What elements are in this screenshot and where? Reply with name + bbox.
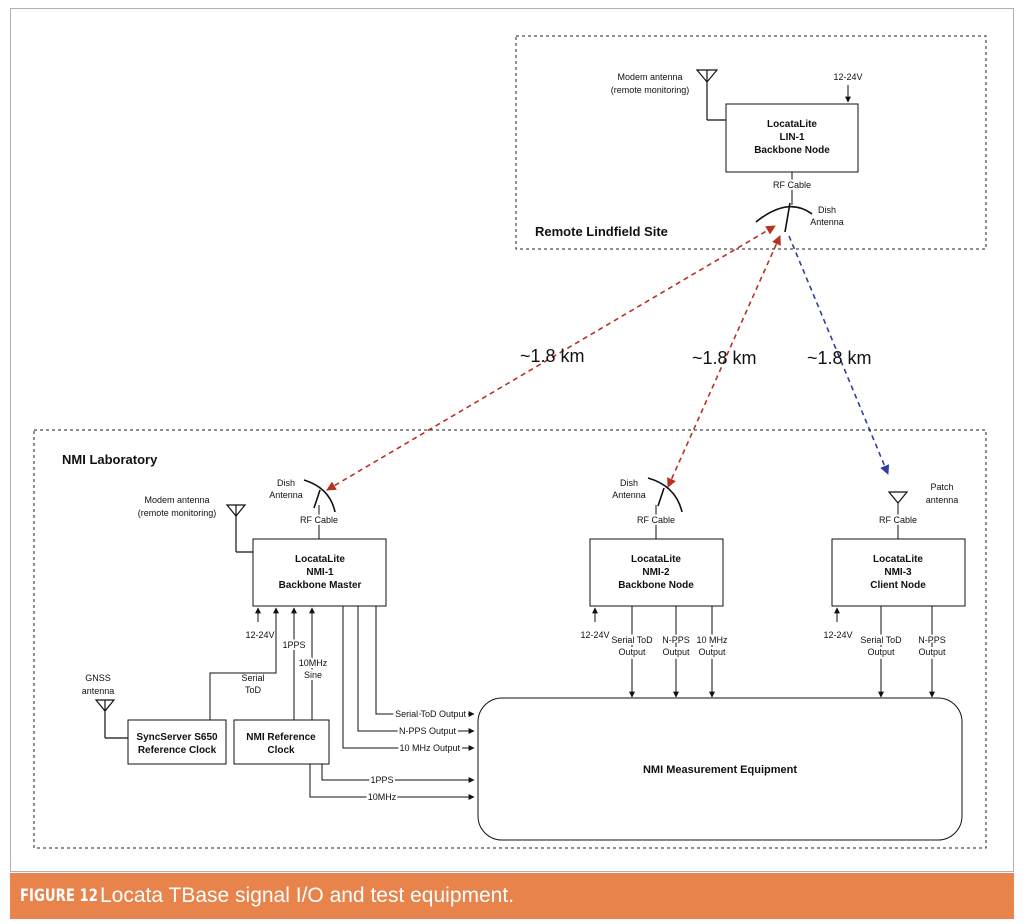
nmi3-box	[831, 538, 966, 607]
nmi1-label-1: LocataLite	[295, 554, 345, 565]
nmi2-dish-label-2: Antenna	[612, 490, 646, 500]
nmi1-power-label: 12-24V	[245, 630, 274, 640]
nmi2-out3-label-2: Output	[698, 647, 726, 657]
remote-site-title: Remote Lindfield Site	[535, 224, 668, 239]
lab-modem-antenna-icon	[225, 504, 253, 553]
sine-label-1: 10MHz	[299, 658, 328, 668]
lab-boundary	[33, 429, 987, 849]
ref-clock-label-2: Clock	[267, 745, 295, 756]
nmi3-out2-label-2: Output	[918, 647, 946, 657]
out-npps-label: N-PPS Output	[399, 726, 457, 736]
nmi3-out1-label-1: Serial ToD	[860, 635, 902, 645]
nmi3-rf-cable-label: RF Cable	[879, 515, 917, 525]
ref-1pps-label: 1PPS	[370, 775, 393, 785]
gnss-label-1: GNSS	[85, 673, 111, 683]
nmi1-label-3: Backbone Master	[279, 580, 362, 591]
gnss-antenna-icon	[94, 699, 128, 739]
nmi2-out1-label-1: Serial ToD	[611, 635, 653, 645]
figure-number: FIGURE 12	[20, 886, 98, 906]
nmi2-out3-label-1: 10 MHz	[696, 635, 728, 645]
nmi1-rf-cable-label: RF Cable	[300, 515, 338, 525]
sine-label-2: Sine	[304, 670, 322, 680]
nmi1-dish-label-2: Antenna	[269, 490, 303, 500]
nmi2-power-label: 12-24V	[580, 630, 609, 640]
out-serial-tod-label: Serial ToD Output	[395, 709, 466, 719]
remote-power-label: 12-24V	[833, 72, 862, 82]
syncserver-box	[127, 719, 227, 765]
nmi2-rf-cable-label: RF Cable	[637, 515, 675, 525]
remote-rf-cable-label: RF Cable	[773, 180, 811, 190]
nmi2-box	[589, 538, 724, 607]
lin1-label-2: LIN-1	[780, 132, 805, 143]
distance-label-2: ~1.8 km	[692, 348, 757, 368]
nmi3-label-1: LocataLite	[873, 554, 923, 565]
link-nmi2-lin1	[667, 235, 781, 488]
nmi2-out2-label-2: Output	[662, 647, 690, 657]
lin1-label-1: LocataLite	[767, 119, 817, 130]
nmi3-patch-label-1: Patch	[930, 482, 953, 492]
nmi2-label-3: Backbone Node	[618, 580, 694, 591]
nmi3-patch-antenna-icon	[887, 491, 909, 504]
measurement-equipment-label: NMI Measurement Equipment	[643, 764, 797, 776]
figure-frame	[10, 8, 1014, 872]
remote-dish-label-1: Dish	[818, 205, 836, 215]
syncserver-label-2: Reference Clock	[138, 745, 217, 756]
distance-label-1: ~1.8 km	[520, 346, 585, 366]
nmi3-label-2: NMI-3	[884, 567, 912, 578]
gnss-label-2: antenna	[82, 686, 115, 696]
remote-dish-label-2: Antenna	[810, 217, 844, 227]
nmi1-label-2: NMI-1	[306, 567, 334, 578]
nmi2-dish-label-1: Dish	[620, 478, 638, 488]
nmi3-label-3: Client Node	[870, 580, 926, 591]
lab-modem-label-1: Modem antenna	[144, 495, 209, 505]
nmi2-dish-antenna-icon	[647, 477, 683, 513]
lab-modem-label-2: (remote monitoring)	[138, 508, 217, 518]
figure-caption-text: Locata TBase signal I/O and test equipme…	[100, 884, 515, 907]
nmi1-dish-antenna-icon	[303, 479, 336, 513]
serial-tod-label-1: Serial	[241, 673, 264, 683]
nmi3-out1-label-2: Output	[867, 647, 895, 657]
nmi1-dish-label-1: Dish	[277, 478, 295, 488]
syncserver-label-1: SyncServer S650	[136, 732, 218, 743]
system-diagram: Remote Lindfield Site Modem antenna (rem…	[33, 35, 987, 849]
remote-dish-antenna-icon	[755, 202, 813, 233]
remote-modem-label-2: (remote monitoring)	[611, 85, 690, 95]
lin1-label-3: Backbone Node	[754, 145, 830, 156]
nmi3-out2-label-1: N-PPS	[918, 635, 946, 645]
remote-modem-antenna-icon	[695, 69, 726, 121]
pps-in-label: 1PPS	[282, 640, 305, 650]
ref-10mhz-label: 10MHz	[368, 792, 397, 802]
ref-clock-box	[233, 719, 330, 765]
nmi2-out2-label-1: N-PPS	[662, 635, 690, 645]
nmi3-patch-label-2: antenna	[926, 495, 959, 505]
lab-title: NMI Laboratory	[62, 452, 158, 467]
serial-tod-label-2: ToD	[245, 685, 262, 695]
distance-label-3: ~1.8 km	[807, 348, 872, 368]
link-nmi3-lin1	[788, 235, 890, 475]
remote-modem-label-1: Modem antenna	[617, 72, 682, 82]
nmi2-label-1: LocataLite	[631, 554, 681, 565]
lin1-node-box	[725, 103, 859, 173]
nmi3-power-label: 12-24V	[823, 630, 852, 640]
nmi1-box	[252, 538, 387, 607]
figure-caption: FIGURE 12 Locata TBase signal I/O and te…	[10, 873, 1014, 919]
nmi2-out1-label-2: Output	[618, 647, 646, 657]
out-10mhz-label: 10 MHz Output	[399, 743, 460, 753]
nmi2-label-2: NMI-2	[642, 567, 670, 578]
ref-clock-label-1: NMI Reference	[246, 732, 316, 743]
measurement-equipment-box	[477, 697, 963, 841]
